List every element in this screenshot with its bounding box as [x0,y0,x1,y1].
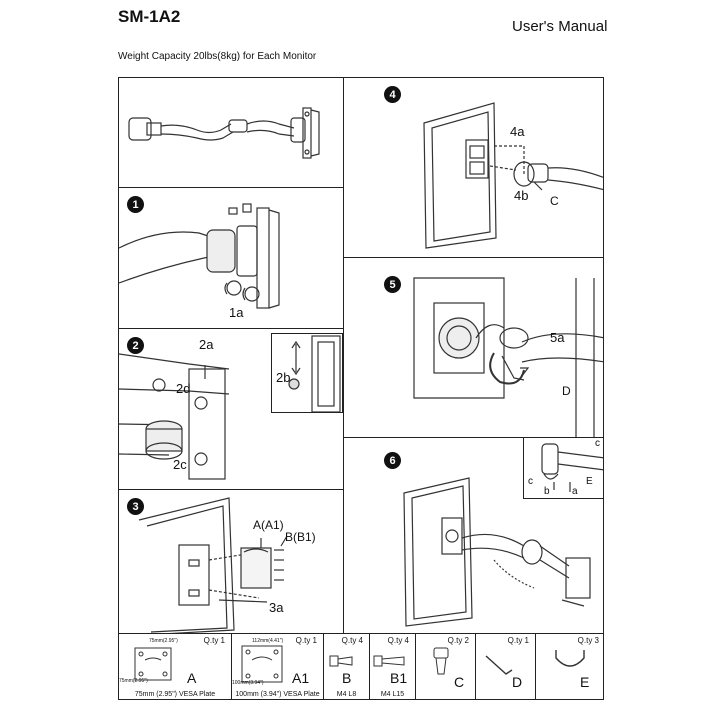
callout-5a: 5a [550,330,565,345]
screw-long-icon [373,655,405,667]
step-4-badge: 4 [384,86,401,103]
callout-d: D [562,384,571,398]
bracket-attach-illustration [119,353,230,480]
vesa-plate-illustration [138,497,288,633]
callout-c: C [550,194,559,208]
callout-2c: 2c [173,457,187,472]
callout-1a: 1a [229,305,244,320]
dim-top: 112mm(4.41") [252,638,284,644]
part-qty: Q.ty 4 [387,636,409,645]
part-cell-b: Q.ty 4 B M4 L8 [324,634,370,699]
part-qty: Q.ty 1 [295,636,317,645]
bolt-inset-illustration [288,335,341,412]
callout-a: a [572,486,578,497]
vesa-75-plate-icon [134,647,172,681]
part-label: A [187,670,197,686]
callout-c-top: c [595,438,600,449]
part-cell-c: Q.ty 2 C [416,634,476,699]
part-label: B1 [390,670,408,686]
model-title: SM-1A2 [118,7,181,26]
part-caption: M4 L15 [380,691,405,698]
part-label: A1 [292,670,310,686]
part-qty: Q.ty 2 [447,636,469,645]
callout-4a: 4a [510,124,525,139]
arm-tighten-illustration [413,277,603,437]
monitor-attach-illustration [423,102,603,249]
cable-clip-icon [555,650,585,667]
callout-3a: 3a [269,600,284,615]
step-3-panel: 3 A(A1) B(B1) 3a [118,489,344,634]
part-cell-a1: Q.ty 1 112mm(4.41") 100mm(3.94") A1 100m… [232,634,324,699]
step-1-panel: 1 1a [118,187,344,329]
part-qty: Q.ty 3 [577,636,599,645]
part-cell-b1: Q.ty 4 B1 M4 L15 [370,634,416,699]
part-cell-e: Q.ty 3 E [536,634,605,699]
callout-2a: 2a [199,337,214,352]
arm-overview-illustration [128,107,320,159]
step-2-inset: 2b [271,333,343,413]
part-caption: 75mm (2.95") VESA Plate [134,691,216,698]
part-caption: M4 L8 [336,691,357,698]
full-assembly-illustration [403,477,591,627]
step-6-badge: 6 [384,452,401,469]
parts-list: Q.ty 1 75mm(2.95") 75mm(2.95") A 75mm (2… [118,633,604,700]
screw-short-icon [329,655,353,667]
thumb-screw-icon [433,647,449,675]
overview-panel [118,77,344,188]
callout-c-left: c [528,476,533,487]
allen-key-icon [485,655,513,675]
callout-2b: 2b [276,370,291,385]
dim-top: 75mm(2.95") [149,638,178,644]
callout-e: E [586,476,593,487]
step-6-inset: c c E b a [523,437,604,499]
wall-mount-illustration [119,203,280,309]
part-label: D [512,674,523,690]
vesa-100-plate-icon [241,645,283,683]
step-1-badge: 1 [127,196,144,213]
part-qty: Q.ty 1 [203,636,225,645]
dim-side: 100mm(3.94") [232,680,264,686]
step-3-badge: 3 [127,498,144,515]
callout-b: b [544,486,550,497]
part-qty: Q.ty 1 [507,636,529,645]
step-5-panel: 5 5a D [343,257,604,438]
step-2-badge: 2 [127,337,144,354]
part-cell-a: Q.ty 1 75mm(2.95") 75mm(2.95") A 75mm (2… [119,634,232,699]
manual-label: User's Manual [512,18,608,35]
dim-side: 75mm(2.95") [119,678,148,684]
part-qty: Q.ty 4 [341,636,363,645]
part-label: C [454,674,465,690]
callout-4b: 4b [514,188,529,203]
callout-a-a1: A(A1) [253,518,284,532]
step-4-panel: 4 4a 4b C [343,77,604,258]
capacity-note: Weight Capacity 20lbs(8kg) for Each Moni… [118,51,317,62]
cable-clip-inset-illustration [541,443,603,492]
callout-b-b1: B(B1) [285,530,316,544]
callout-2d: 2d [176,381,191,396]
part-label: E [580,674,590,690]
part-label: B [342,670,352,686]
part-caption: 100mm (3.94") VESA Plate [235,691,320,698]
step-5-badge: 5 [384,276,401,293]
part-cell-d: Q.ty 1 D [476,634,536,699]
